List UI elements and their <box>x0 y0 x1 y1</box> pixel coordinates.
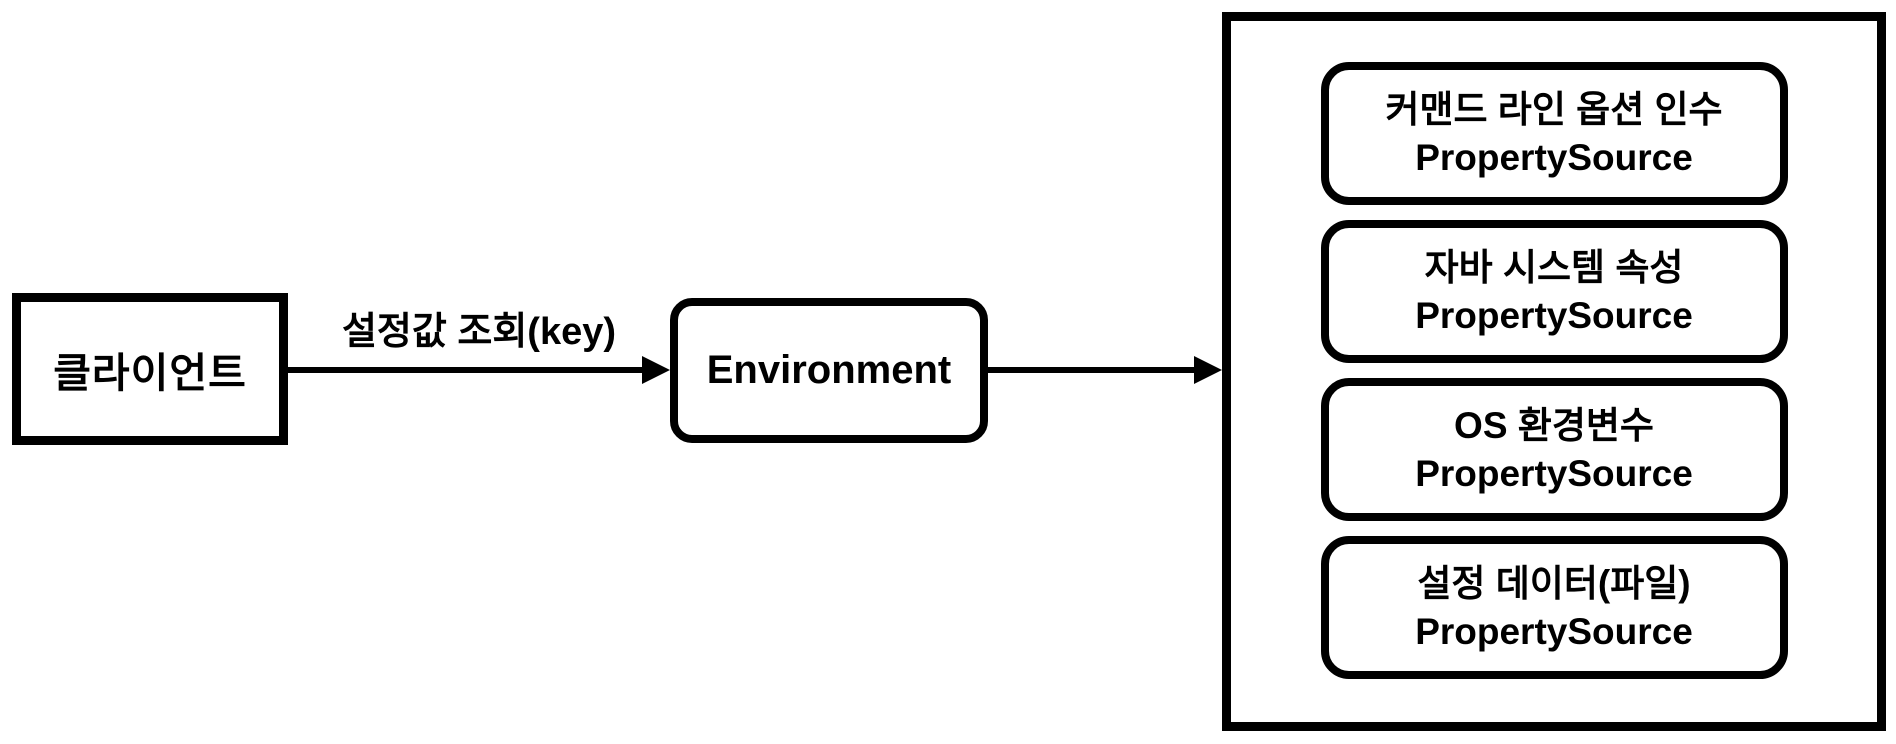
property-source-title: OS 환경변수 <box>1454 404 1654 446</box>
property-source-box-command-line: 커맨드 라인 옵션 인수 PropertySource <box>1320 62 1788 205</box>
client-box-label: 클라이언트 <box>53 350 247 396</box>
property-source-type: PropertySource <box>1415 610 1693 652</box>
request-arrow-label: 설정값 조회(key) <box>341 311 617 353</box>
delegate-arrowhead-icon <box>1194 356 1222 384</box>
environment-box: Environment <box>670 298 988 443</box>
request-arrow-line <box>288 367 646 373</box>
property-source-type: PropertySource <box>1415 136 1693 178</box>
property-sources-container: 커맨드 라인 옵션 인수 PropertySource 자바 시스템 속성 Pr… <box>1222 12 1886 731</box>
property-source-box-java-system: 자바 시스템 속성 PropertySource <box>1320 220 1788 363</box>
property-source-type: PropertySource <box>1415 294 1693 336</box>
property-source-title: 커맨드 라인 옵션 인수 <box>1385 88 1723 130</box>
delegate-arrow-line <box>988 367 1200 373</box>
request-arrowhead-icon <box>642 356 670 384</box>
property-source-title: 설정 데이터(파일) <box>1417 562 1691 604</box>
property-source-box-os-env: OS 환경변수 PropertySource <box>1320 378 1788 521</box>
environment-box-label: Environment <box>706 348 952 392</box>
property-source-box-config-data: 설정 데이터(파일) PropertySource <box>1320 536 1788 679</box>
client-box: 클라이언트 <box>12 293 288 445</box>
property-source-title: 자바 시스템 속성 <box>1424 246 1684 288</box>
property-source-type: PropertySource <box>1415 452 1693 494</box>
